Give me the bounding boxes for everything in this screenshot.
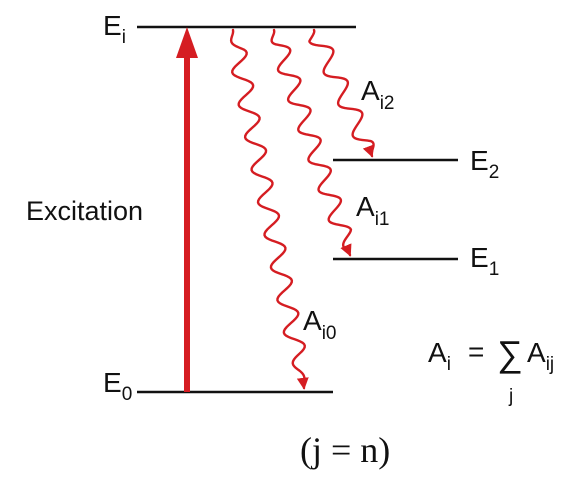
formula-lhs: Ai: [428, 337, 451, 375]
transition-label-i0: Ai0: [303, 305, 336, 344]
decay-wave-i1: [270, 28, 353, 257]
decay-wave-i0: [229, 28, 309, 390]
excitation-label: Excitation: [26, 196, 143, 226]
condition-text: (j = n): [300, 430, 390, 470]
formula-sigma: ∑: [497, 333, 523, 374]
formula-sum-index: j: [508, 386, 513, 407]
formula-rhs: Aij: [527, 337, 554, 375]
sum-formula: Ai = ∑ j Aij: [428, 333, 554, 407]
level-label-e2: E2: [470, 145, 499, 183]
decay-wave-i2: [308, 28, 375, 158]
formula-equals: =: [468, 336, 484, 367]
level-label-excited: Ei: [103, 10, 126, 48]
transition-label-i2: Ai2: [361, 75, 394, 114]
level-label-e1: E1: [470, 242, 499, 280]
transition-label-i1: Ai1: [356, 191, 389, 230]
excitation-arrowhead: [176, 27, 198, 58]
level-label-ground: E0: [103, 367, 132, 405]
